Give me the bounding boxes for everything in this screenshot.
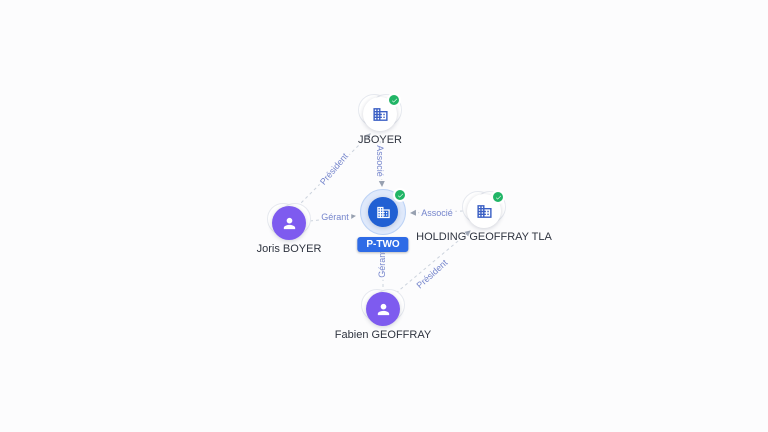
edge-label-associe-jboyer: Associé — [375, 143, 385, 179]
node-holding-geoffray-tla-circle[interactable] — [467, 190, 505, 228]
verified-badge-icon — [387, 93, 401, 107]
node-label: HOLDING GEOFFRAY TLA — [416, 231, 552, 243]
node-fabien-geoffray-circle[interactable] — [366, 292, 400, 326]
person-icon — [283, 217, 295, 229]
node-p-two-circle[interactable] — [368, 188, 407, 227]
verified-badge-icon — [491, 190, 505, 204]
edge-fabien-holding — [395, 230, 471, 294]
node-jboyer-circle[interactable] — [363, 93, 401, 131]
person-icon — [377, 303, 389, 315]
edge-label-associe-holding: Associé — [419, 208, 455, 218]
edge-joris-jboyer — [296, 133, 371, 208]
node-joris-boyer-circle[interactable] — [272, 206, 306, 240]
company-building-icon — [476, 204, 492, 218]
edge-label-gerant-joris: Gérant — [319, 212, 351, 222]
node-label: JBOYER — [357, 134, 403, 146]
company-building-icon — [376, 206, 390, 218]
node-label: Joris BOYER — [256, 243, 322, 255]
company-building-icon — [372, 107, 388, 121]
edge-label-gerant-fabien: Gérant — [377, 248, 387, 280]
selected-node-name-badge[interactable]: P-TWO — [357, 237, 409, 252]
verified-badge-icon — [393, 188, 407, 202]
node-label: Fabien GEOFFRAY — [334, 329, 432, 341]
